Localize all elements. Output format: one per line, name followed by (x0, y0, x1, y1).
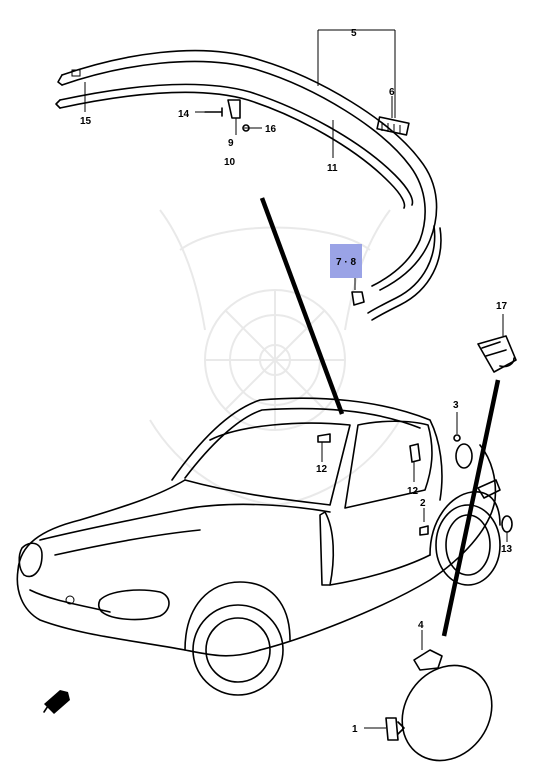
callout-14[interactable]: 14 (178, 109, 190, 120)
callout-10[interactable]: 10 (224, 157, 236, 168)
roof-leaders (84, 29, 396, 290)
callout-7-8[interactable]: 7 · 8 (336, 257, 356, 268)
callout-2[interactable]: 2 (420, 498, 426, 509)
callout-labels: 5 6 15 14 9 10 16 11 7 · 8 17 3 12 12 2 … (80, 28, 513, 735)
car-body (16, 397, 501, 696)
roof-moulding-assembly (55, 49, 442, 321)
roof-pointer-line (259, 197, 345, 415)
callout-4[interactable]: 4 (418, 620, 424, 631)
callout-5[interactable]: 5 (351, 28, 357, 39)
fuel-lid-pointer-line (441, 379, 501, 637)
callout-12-side[interactable]: 12 (407, 486, 419, 497)
part-1-latch (364, 717, 405, 741)
highlighted-callout-box[interactable] (330, 244, 362, 278)
front-arrow-icon (43, 690, 70, 714)
callout-11[interactable]: 11 (327, 163, 338, 174)
part-4-hinge (413, 630, 443, 671)
callout-12-windshield[interactable]: 12 (316, 464, 328, 475)
part-3-plug (453, 434, 461, 442)
callout-15[interactable]: 15 (80, 116, 92, 127)
callout-3[interactable]: 3 (453, 400, 459, 411)
callout-16[interactable]: 16 (265, 124, 277, 135)
part-13-grommet (501, 515, 513, 542)
callout-17[interactable]: 17 (496, 301, 508, 312)
fuel-lid (401, 664, 493, 762)
watermark-emblem (149, 209, 401, 507)
callout-6[interactable]: 6 (389, 87, 395, 98)
part-17-bracket (477, 314, 517, 373)
callout-1[interactable]: 1 (352, 724, 358, 735)
callout-9[interactable]: 9 (228, 138, 234, 149)
callout-13[interactable]: 13 (501, 544, 513, 555)
